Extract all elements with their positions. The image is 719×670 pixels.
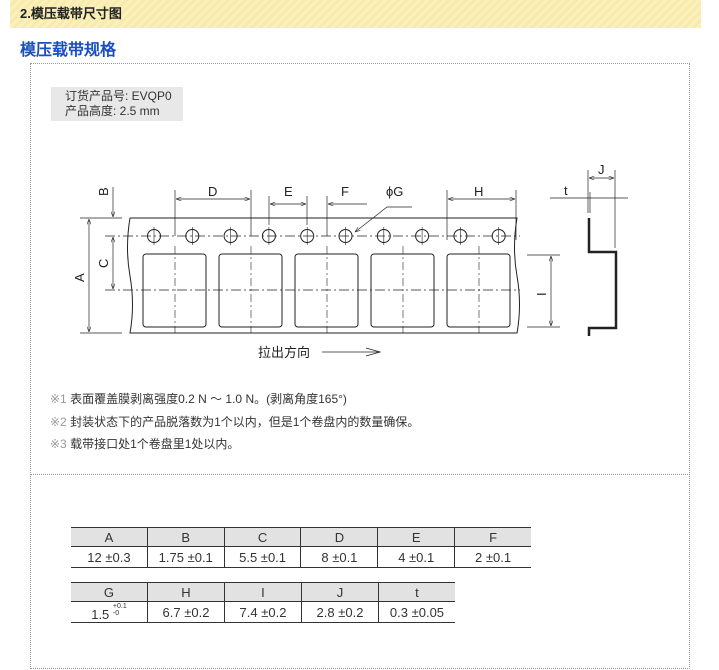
part-number: 订货产品号: EVQP0 [65,89,172,103]
table-cell: 7.4 ±0.2 [223,601,302,623]
pull-direction-label: 拉出方向 [258,345,310,360]
label-C: C [96,259,111,268]
label-J: J [598,162,605,177]
label-H: H [474,184,483,199]
table-cell: 1.75 ±0.1 [146,546,225,568]
table-cell: 4 ±0.1 [377,546,456,568]
pocket [142,253,207,328]
label-A: A [72,273,87,282]
tape-side-view [587,218,618,336]
table-cell: A [71,527,148,547]
section-header: 2.模压载带尺寸图 [10,0,701,28]
table-cell: 2 ±0.1 [454,546,531,568]
pockets [142,246,511,333]
table-cell: J [300,582,379,602]
table-cell: E [377,527,456,547]
table-cell: C [223,527,302,547]
product-height: 产品高度: 2.5 mm [65,104,160,118]
pocket [218,253,283,328]
pocket [446,253,511,328]
table-cell: H [146,582,225,602]
label-B: B [96,187,111,196]
table-cell: 6.7 ±0.2 [146,601,225,623]
table-cell: G [71,582,148,602]
table-cell: F [454,527,531,547]
table-cell: 12 ±0.3 [71,546,148,568]
label-F: F [341,184,349,199]
table-cell: I [223,582,302,602]
label-t: t [564,183,568,198]
table-cell: 8 ±0.1 [300,546,379,568]
product-info: 订货产品号: EVQP0 产品高度: 2.5 mm [51,87,183,121]
label-E: E [284,184,293,199]
label-I: I [534,292,549,296]
table-cell: t [377,582,455,602]
table-cell: B [146,527,225,547]
tape-outline [127,217,520,334]
table-cell: 2.8 ±0.2 [300,601,379,623]
page-title: 模压载带规格 [20,42,117,59]
pocket [370,253,435,328]
notes-list: ※1 表面覆盖膜剥离强度0.2 N ～ 1.0 N。(剥离角度165°) ※2 … [50,388,419,456]
note-item: ※3 载带接口处1个卷盘里1处以内。 [50,437,240,451]
table-cell: 1.5 +0.1-0 [71,601,148,623]
table-cell: 5.5 ±0.1 [223,546,302,568]
label-G: ϕG [386,184,403,199]
note-item: ※2 封装状态下的产品脱落数为1个以内，但是1个卷盘内的数量确保。 [50,414,420,429]
note-item: ※1 表面覆盖膜剥离强度0.2 N ～ 1.0 N。(剥离角度165°) [50,392,347,406]
table-panel [30,474,690,669]
table-cell: 0.3 ±0.05 [377,601,455,623]
pocket [294,253,359,328]
table-cell: D [300,527,379,547]
label-D: D [208,184,217,199]
